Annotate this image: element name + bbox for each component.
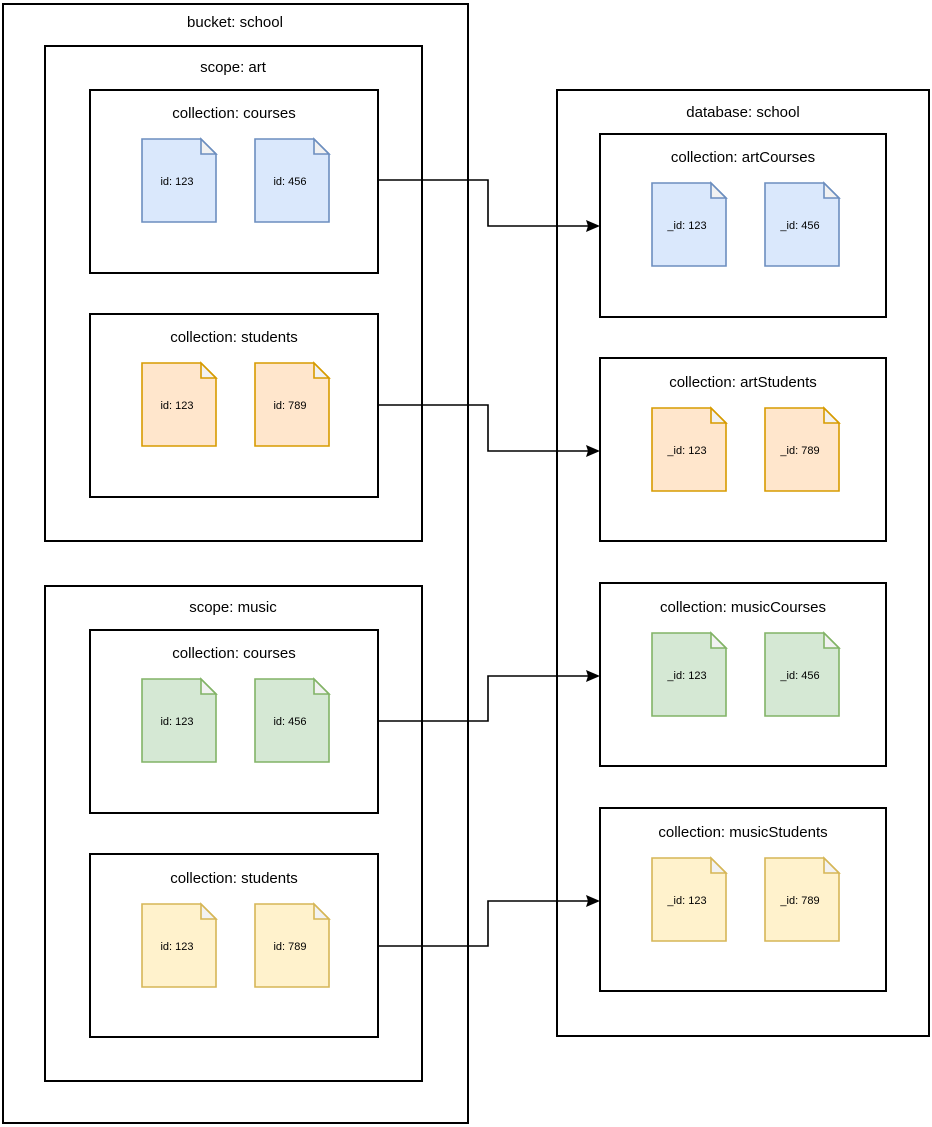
document-icon[interactable]: id: 456 [254, 137, 331, 223]
document-label: _id: 789 [779, 445, 819, 457]
document-icon[interactable]: _id: 789 [764, 406, 841, 492]
document-icon[interactable]: id: 123 [141, 137, 218, 223]
document-icon[interactable]: _id: 123 [651, 631, 728, 717]
document-label: _id: 123 [666, 895, 706, 907]
document-icon[interactable]: id: 123 [141, 902, 218, 988]
document-icon[interactable]: id: 123 [141, 677, 218, 763]
collection-music-courses-box[interactable] [89, 629, 379, 814]
document-label: _id: 123 [666, 220, 706, 232]
collection-music-students-box[interactable] [89, 853, 379, 1038]
collection-artcourses[interactable]: collection: artCourses _id: 123 _id: 456 [599, 133, 887, 318]
collection-musicstudents-label: collection: musicStudents [658, 824, 827, 841]
document-icon[interactable]: id: 789 [254, 902, 331, 988]
connector-art-students-to-artstudents [378, 404, 600, 457]
document-label: id: 789 [273, 941, 306, 953]
bucket-label: bucket: school [187, 14, 283, 31]
scope-music-label: scope: music [189, 599, 277, 616]
document-icon[interactable]: _id: 123 [651, 856, 728, 942]
scope-art-label: scope: art [200, 59, 267, 76]
collection-art-students-box[interactable] [89, 313, 379, 498]
document-label: id: 456 [273, 716, 306, 728]
collection-musicstudents[interactable]: collection: musicStudents _id: 123 _id: … [599, 807, 887, 992]
connector-music-students-to-musicstudents [378, 895, 600, 947]
document-label: id: 456 [273, 176, 306, 188]
collection-artstudents[interactable]: collection: artStudents _id: 123 _id: 78… [599, 357, 887, 542]
document-icon[interactable]: _id: 123 [651, 406, 728, 492]
collection-music-courses[interactable]: collection: courses id: 123 id: 456 [89, 629, 379, 814]
document-icon[interactable]: id: 789 [254, 361, 331, 447]
document-icon[interactable]: _id: 789 [764, 856, 841, 942]
connector-music-courses-to-musiccourses [378, 670, 600, 722]
collection-art-courses[interactable]: collection: courses id: 123 id: 456 [89, 89, 379, 274]
document-label: id: 789 [273, 400, 306, 412]
collection-art-courses-label: collection: courses [172, 105, 295, 122]
document-label: _id: 789 [779, 895, 819, 907]
collection-artstudents-label: collection: artStudents [669, 374, 817, 391]
document-label: id: 123 [160, 716, 193, 728]
document-label: id: 123 [160, 941, 193, 953]
document-label: _id: 456 [779, 220, 819, 232]
collection-art-courses-box[interactable] [89, 89, 379, 274]
document-icon[interactable]: id: 123 [141, 361, 218, 447]
connector-art-courses-to-artcourses [378, 179, 600, 232]
database-label: database: school [686, 104, 799, 121]
collection-music-courses-label: collection: courses [172, 645, 295, 662]
document-icon[interactable]: _id: 456 [764, 181, 841, 267]
document-label: _id: 456 [779, 670, 819, 682]
collection-music-students-label: collection: students [170, 870, 298, 887]
collection-art-students-label: collection: students [170, 329, 298, 346]
collection-music-students[interactable]: collection: students id: 123 id: 789 [89, 853, 379, 1038]
document-label: id: 123 [160, 176, 193, 188]
document-icon[interactable]: id: 456 [254, 677, 331, 763]
collection-musiccourses[interactable]: collection: musicCourses _id: 123 _id: 4… [599, 582, 887, 767]
collection-art-students[interactable]: collection: students id: 123 id: 789 [89, 313, 379, 498]
document-label: _id: 123 [666, 670, 706, 682]
collection-artcourses-label: collection: artCourses [671, 149, 815, 166]
collection-musiccourses-label: collection: musicCourses [660, 599, 826, 616]
document-label: _id: 123 [666, 445, 706, 457]
document-label: id: 123 [160, 400, 193, 412]
document-icon[interactable]: _id: 456 [764, 631, 841, 717]
document-icon[interactable]: _id: 123 [651, 181, 728, 267]
